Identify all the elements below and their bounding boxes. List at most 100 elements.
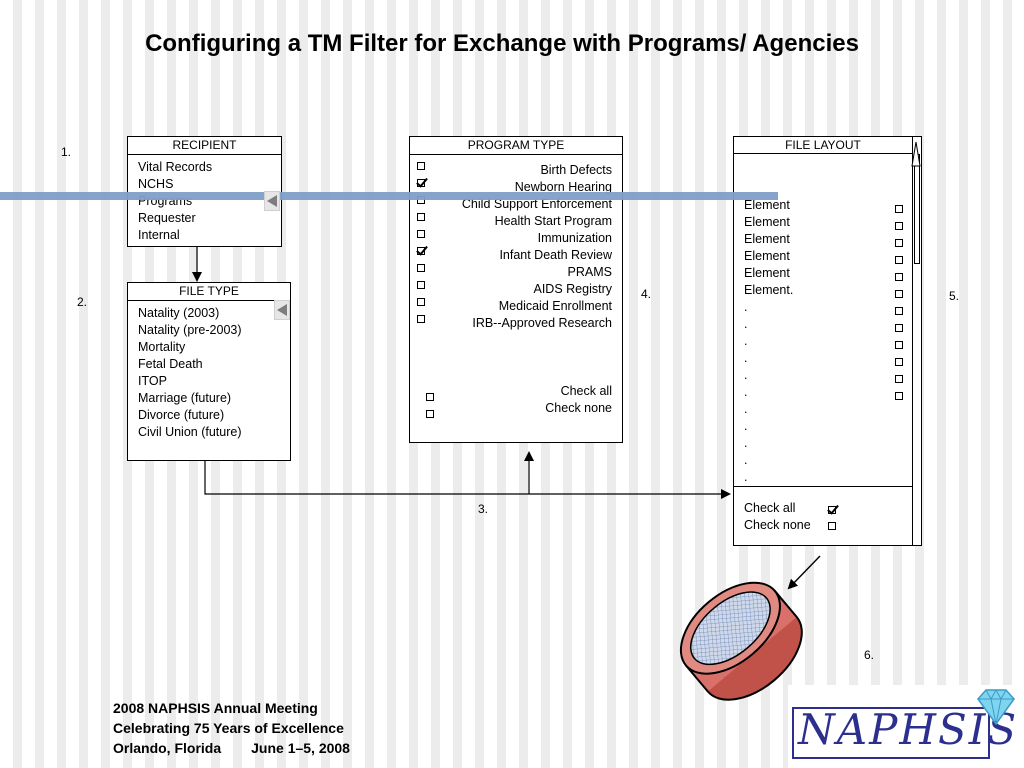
logo-text: NAPHSIS [798,705,1019,754]
file-layout-element: Element [744,232,790,246]
element-checkbox[interactable] [895,272,903,281]
program-type-label: Immunization [537,231,612,245]
file-type-box: FILE TYPE Natality (2003) Natality (pre-… [127,282,291,461]
filetype-to-layout-arrow [204,461,731,499]
file-layout-check-labels: Check all Check none [744,500,811,534]
program-type-label: PRAMS [567,265,612,279]
footer-text: 2008 NAPHSIS Annual Meeting Celebrating … [113,698,350,758]
ellipsis-dot: . [744,385,748,399]
ellipsis-dot: . [744,317,748,331]
footer-location: Orlando, Florida [113,740,222,756]
footer-line-3: Orlando, Florida June 1–5, 2008 [113,738,350,758]
file-layout-element: Element [744,249,790,263]
program-checkbox[interactable] [417,280,425,289]
ellipsis-dot: . [744,351,748,365]
element-checkbox[interactable] [895,357,903,366]
program-type-label: Infant Death Review [499,248,612,262]
program-type-box: PROGRAM TYPE Birth Defects Newborn Heari… [409,136,623,443]
ellipsis-dot: . [744,470,748,484]
ellipsis-dot: . [744,436,748,450]
highlight-bar [0,192,778,200]
recipient-item[interactable]: Internal [138,228,180,242]
ellipsis-dot: . [744,453,748,467]
file-type-pointer-icon [274,300,290,320]
element-checkbox[interactable] [895,255,903,264]
file-type-header: FILE TYPE [128,283,290,301]
program-checkbox[interactable] [417,263,425,272]
file-layout-element: Element [744,215,790,229]
program-checkbox[interactable] [417,161,425,170]
file-type-item[interactable]: Divorce (future) [138,408,225,422]
sieve-icon [679,581,803,701]
file-type-item[interactable]: Natality (2003) [138,306,220,320]
file-type-list: Natality (2003) Natality (pre-2003) Mort… [128,301,290,441]
file-layout-list: Element Element Element Element Element … [744,197,793,486]
layout-check-none-checkbox[interactable] [828,522,836,530]
file-layout-element: Element. [744,283,794,297]
program-checkbox[interactable] [417,297,425,306]
file-type-item[interactable]: Fetal Death [138,357,203,371]
program-checkbox[interactable] [417,246,425,255]
program-type-label: AIDS Registry [533,282,613,296]
element-checkbox[interactable] [895,374,903,383]
element-checkbox[interactable] [895,323,903,332]
step-1-label: 1. [61,145,72,159]
program-type-label: Medicaid Enrollment [498,299,612,313]
logo-frame [792,707,990,759]
file-layout-box: FILE LAYOUT [733,136,922,546]
program-checkbox[interactable] [417,229,425,238]
program-type-header: PROGRAM TYPE [410,137,622,155]
step-4-label: 4. [641,287,652,301]
program-check-none-label[interactable]: Check none [545,401,612,415]
program-checkbox[interactable] [417,314,425,323]
file-type-item[interactable]: Mortality [138,340,186,354]
diamond-icon [977,688,1015,726]
scroll-up-arrow-icon[interactable] [909,140,923,180]
recipient-item[interactable]: Vital Records [138,160,213,174]
ellipsis-dot: . [744,402,748,416]
element-checkbox[interactable] [895,221,903,230]
file-layout-element: Element [744,198,790,212]
ellipsis-dot: . [744,368,748,382]
footer-line-1: 2008 NAPHSIS Annual Meeting [113,700,318,716]
program-type-label: Birth Defects [540,163,612,177]
slide-title: Configuring a TM Filter for Exchange wit… [145,30,859,57]
ellipsis-dot: . [744,300,748,314]
element-checkbox[interactable] [895,204,903,213]
program-checkbox[interactable] [417,212,425,221]
layout-check-all-checkbox[interactable] [828,506,836,514]
ellipsis-dot: . [744,419,748,433]
program-check-none-checkbox[interactable] [426,409,434,418]
element-checkbox[interactable] [895,238,903,247]
recipient-item[interactable]: Requester [138,211,196,225]
file-type-item[interactable]: Marriage (future) [138,391,232,405]
program-type-label: Health Start Program [494,214,612,228]
layout-check-all-label[interactable]: Check all [744,501,796,515]
file-layout-checkboxes [895,200,903,404]
file-type-item[interactable]: Natality (pre-2003) [138,323,242,337]
footer-line-2: Celebrating 75 Years of Excellence [113,720,344,736]
element-checkbox[interactable] [895,340,903,349]
element-checkbox[interactable] [895,391,903,400]
footer-date: June 1–5, 2008 [251,740,350,756]
program-check-all-none-boxes [426,388,434,422]
recipient-pointer-icon [264,191,280,211]
layout-check-none-label[interactable]: Check none [744,518,811,532]
element-checkbox[interactable] [895,306,903,315]
ellipsis-dot: . [744,334,748,348]
program-checkbox[interactable] [417,178,425,187]
recipient-item[interactable]: NCHS [138,177,174,191]
element-checkbox[interactable] [895,289,903,298]
program-check-all-checkbox[interactable] [426,392,434,401]
file-type-item[interactable]: Civil Union (future) [138,425,242,439]
scrollbar-divider [912,136,913,546]
naphsis-logo: NAPHSIS [788,685,1024,768]
layout-to-sieve-arrow [787,555,821,590]
program-type-label: Newborn Hearing [514,180,612,194]
file-type-item[interactable]: ITOP [138,374,167,388]
step-6-label: 6. [864,648,875,662]
layout-check-all-none-boxes [828,502,836,534]
file-layout-divider [733,486,913,487]
program-check-all-label[interactable]: Check all [560,384,612,398]
